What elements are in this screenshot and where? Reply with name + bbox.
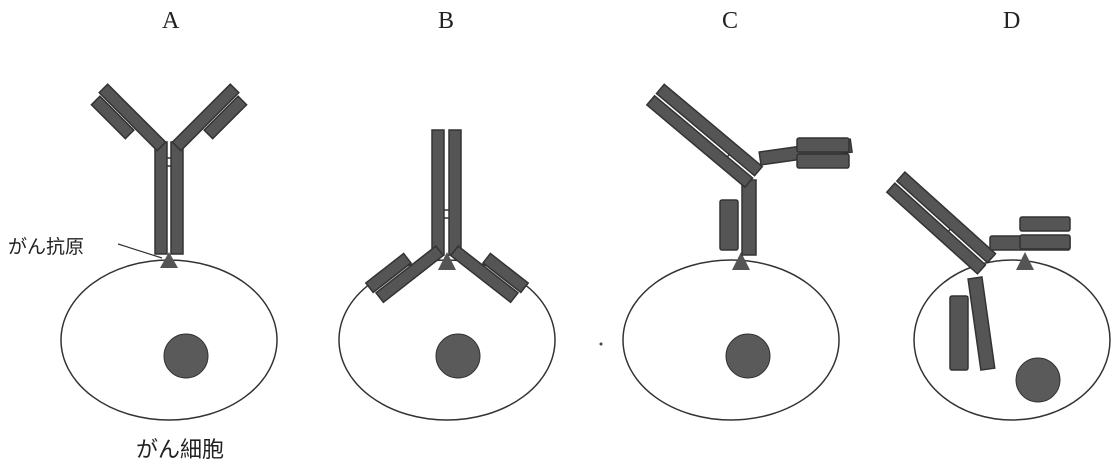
panel-label-b: B	[438, 8, 454, 35]
nucleus	[1016, 358, 1060, 402]
light-chain-fragment	[720, 200, 738, 250]
panel-a	[61, 84, 277, 420]
panel-c	[623, 84, 852, 420]
panel-b	[339, 130, 555, 420]
fab-arm-long	[887, 172, 996, 274]
fab-arm-right	[172, 84, 248, 160]
heavy-chain-stem-right	[171, 142, 183, 254]
cell-label: がん細胞	[136, 432, 224, 464]
fab-arm-right	[990, 217, 1070, 250]
antigen-label: がん抗原	[8, 232, 84, 259]
antibody	[647, 84, 852, 255]
heavy-chain-stem	[742, 180, 756, 255]
light-chain-fragment	[950, 296, 968, 370]
cancer-cell	[623, 260, 839, 420]
panel-d	[887, 172, 1110, 420]
antibody	[89, 84, 248, 254]
nucleus	[726, 334, 770, 378]
fab-arm-long	[647, 84, 762, 187]
nucleus	[436, 334, 480, 378]
cancer-cell	[61, 260, 277, 420]
panel-label-d: D	[1003, 8, 1020, 35]
nucleus	[164, 334, 208, 378]
fab-arm-left	[89, 84, 165, 160]
heavy-chain-stem-left	[155, 142, 167, 254]
panel-label-a: A	[162, 8, 179, 35]
heavy-chain-stem-right	[449, 130, 461, 255]
stray-dot	[600, 343, 603, 346]
cancer-cell	[914, 260, 1110, 420]
panel-label-c: C	[722, 8, 738, 35]
fab-arm-right	[759, 138, 852, 168]
heavy-chain-stem-left	[432, 130, 444, 255]
